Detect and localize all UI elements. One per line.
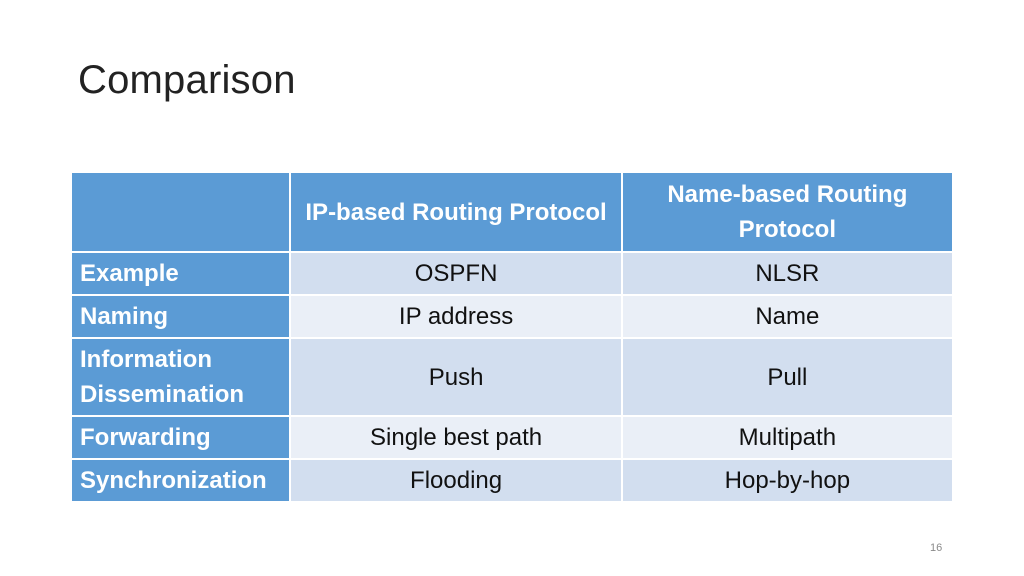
table-header-name-based: Name-based Routing Protocol (620, 171, 955, 253)
comparison-table: IP-based Routing Protocol Name-based Rou… (69, 171, 955, 503)
table-row: Forwarding Single best path Multipath (69, 415, 955, 460)
table-cell-name: Name (620, 294, 955, 339)
table-cell-name: Multipath (620, 415, 955, 460)
table-cell-ip: IP address (289, 294, 623, 339)
row-label: Naming (69, 294, 292, 339)
table-cell-ip: Push (289, 337, 623, 417)
row-label: Information Dissemination (69, 337, 292, 417)
table-cell-name: NLSR (620, 251, 955, 296)
row-label: Forwarding (69, 415, 292, 460)
table-cell-ip: Single best path (289, 415, 623, 460)
table-row: Information Dissemination Push Pull (69, 337, 955, 417)
table-cell-name: Hop-by-hop (620, 458, 955, 503)
table-row: Naming IP address Name (69, 294, 955, 339)
page-number: 16 (930, 542, 943, 554)
table-header-row: IP-based Routing Protocol Name-based Rou… (69, 171, 955, 253)
table-header-corner (69, 171, 292, 253)
table-header-ip-based: IP-based Routing Protocol (289, 171, 623, 253)
row-label: Synchronization (69, 458, 292, 503)
row-label: Example (69, 251, 292, 296)
table-row: Example OSPFN NLSR (69, 251, 955, 296)
table-cell-ip: OSPFN (289, 251, 623, 296)
table-row: Synchronization Flooding Hop-by-hop (69, 458, 955, 503)
table-cell-ip: Flooding (289, 458, 623, 503)
slide-title: Comparison (78, 58, 296, 102)
table-cell-name: Pull (620, 337, 955, 417)
